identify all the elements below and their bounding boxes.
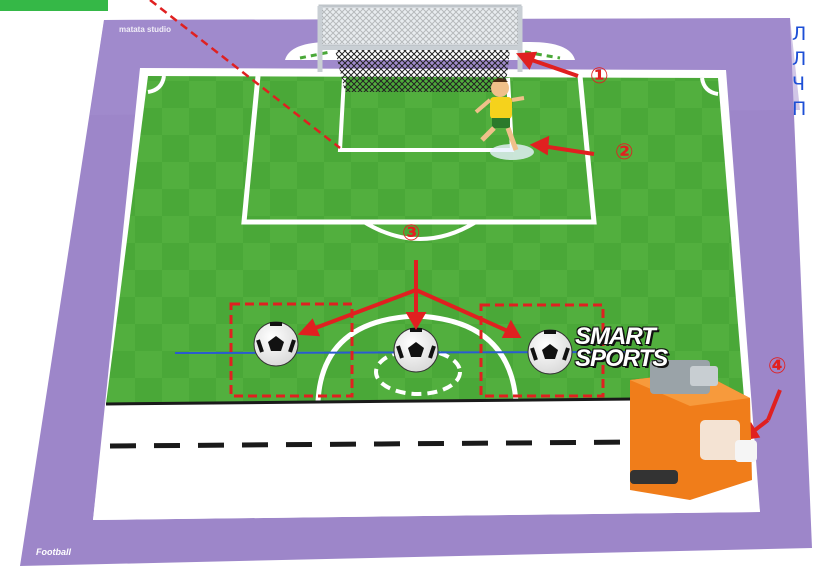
marker-4: ④	[768, 356, 787, 378]
side-text-line: П	[792, 97, 806, 122]
mat-label: Football	[36, 547, 71, 557]
marker-3: ③	[402, 223, 421, 245]
marker-2: ②	[615, 142, 634, 164]
side-text-line: Л	[792, 22, 806, 47]
logo-line-2: SPORTS	[575, 348, 667, 370]
marker-1: ①	[590, 66, 609, 88]
green-tab	[0, 0, 108, 11]
mat-brand: matata studio	[119, 26, 171, 34]
soccer-ball-icon	[254, 322, 298, 366]
goal-net-icon	[320, 6, 520, 92]
soccer-ball-icon	[394, 328, 438, 372]
side-text: Л Л Ч П	[792, 22, 806, 122]
side-text-line: Л	[792, 47, 806, 72]
soccer-ball-icon	[528, 330, 572, 374]
side-text-line: Ч	[792, 72, 806, 97]
